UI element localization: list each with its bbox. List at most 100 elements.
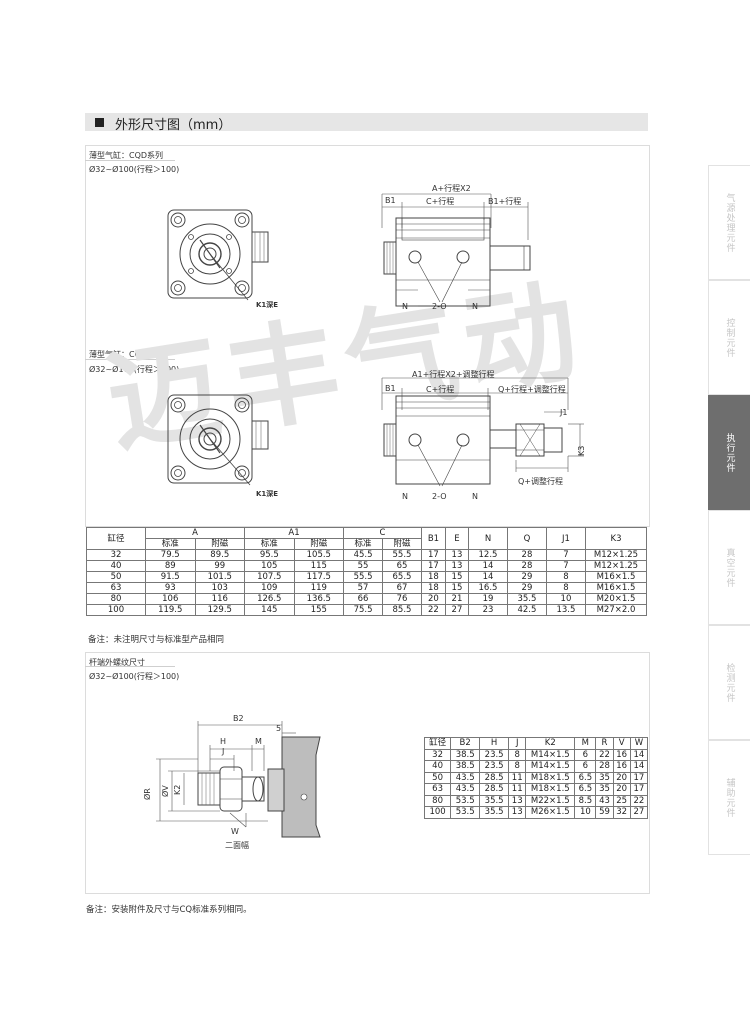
category-tab-label: 控制元件 bbox=[724, 317, 735, 358]
table-cell: 80 bbox=[86, 593, 146, 605]
table-cell: 15 bbox=[444, 582, 470, 594]
table-cell: 28 bbox=[506, 560, 547, 572]
cqj-q-dimension: Q+行程+调整行程 bbox=[498, 385, 566, 394]
table-header-cell: V bbox=[612, 737, 631, 750]
rod-j-dimension: J bbox=[222, 747, 225, 756]
table-cell: 103 bbox=[194, 582, 246, 594]
category-tab[interactable]: 执行元件 bbox=[708, 395, 750, 510]
cqd-2o-label: 2-O bbox=[432, 302, 447, 311]
table-cell: M22×1.5 bbox=[525, 794, 576, 807]
table-cell: 43.5 bbox=[450, 783, 481, 796]
table-header-cell: M bbox=[574, 737, 597, 750]
table-cell: 6 bbox=[574, 748, 597, 761]
table-cell: 35 bbox=[595, 771, 614, 784]
table-cell: 19 bbox=[468, 593, 508, 605]
table-cell: 106 bbox=[145, 593, 196, 605]
table-cell: 75.5 bbox=[343, 604, 384, 616]
category-tab-label: 气源处理元件 bbox=[724, 192, 735, 253]
table-cell: 95.5 bbox=[244, 549, 295, 561]
table-cell: 6.5 bbox=[574, 771, 597, 784]
table-cell: 11 bbox=[508, 771, 527, 784]
table-cell: 10 bbox=[545, 593, 587, 605]
table-header-cell: W bbox=[629, 737, 649, 750]
cqd-b1-stroke-dimension: B1+行程 bbox=[488, 197, 522, 206]
table-cell: M27×2.0 bbox=[585, 604, 647, 616]
category-tab-label: 真空元件 bbox=[724, 547, 735, 588]
table-cell: 15 bbox=[444, 571, 470, 583]
table-note: 备注：未注明尺寸与标准型产品相同 bbox=[88, 635, 225, 645]
table-cell: 10 bbox=[574, 806, 597, 819]
table-cell: 8 bbox=[545, 571, 587, 583]
table-cell: 89 bbox=[145, 560, 196, 572]
rod-v-dimension: ØV bbox=[161, 785, 170, 797]
table-cell: 17 bbox=[420, 549, 446, 561]
table-cell: 17 bbox=[629, 771, 649, 784]
table-cell: 50 bbox=[86, 571, 146, 583]
cqj-range-label: Ø32~Ø100(行程＞100) bbox=[89, 365, 180, 374]
table-cell: 59 bbox=[595, 806, 614, 819]
cqj-c-dimension: C+行程 bbox=[426, 385, 455, 394]
cqj-side-view-drawing bbox=[381, 377, 584, 487]
table-cell: M16×1.5 bbox=[585, 571, 647, 583]
table-cell: 16.5 bbox=[468, 582, 508, 594]
table-cell: 32 bbox=[423, 748, 452, 761]
table-cell: 116 bbox=[194, 593, 246, 605]
table-cell: 45.5 bbox=[343, 549, 384, 561]
table-cell: 35 bbox=[595, 783, 614, 796]
category-tab[interactable]: 气源处理元件 bbox=[708, 165, 750, 280]
th-a1-magnetic: 附磁 bbox=[293, 538, 345, 550]
table-cell: 23.5 bbox=[479, 748, 510, 761]
table-cell: 85.5 bbox=[382, 604, 422, 616]
table-cell: 27 bbox=[629, 806, 649, 819]
table-cell: 43 bbox=[595, 794, 614, 807]
table-cell: 16 bbox=[612, 760, 631, 773]
cqd-n-left: N bbox=[402, 302, 408, 311]
table-cell: 100 bbox=[423, 806, 452, 819]
category-tab[interactable]: 真空元件 bbox=[708, 510, 750, 625]
table-cell: 100 bbox=[86, 604, 146, 616]
th-a-standard: 标准 bbox=[145, 538, 196, 550]
table-cell: M12×1.25 bbox=[585, 560, 647, 572]
table-header-cell: K2 bbox=[525, 737, 576, 750]
table-cell: M16×1.5 bbox=[585, 582, 647, 594]
table-cell: 55 bbox=[343, 560, 384, 572]
category-tab[interactable]: 控制元件 bbox=[708, 280, 750, 395]
cqj-n-right: N bbox=[472, 492, 478, 501]
table-cell: 53.5 bbox=[450, 806, 481, 819]
table-cell: 22 bbox=[629, 794, 649, 807]
table-cell: 91.5 bbox=[145, 571, 196, 583]
table-cell: M18×1.5 bbox=[525, 783, 576, 796]
table-cell: M14×1.5 bbox=[525, 760, 576, 773]
cqd-range-label: Ø32~Ø100(行程＞100) bbox=[89, 165, 180, 174]
table-cell: 35.5 bbox=[479, 794, 510, 807]
table-cell: 28.5 bbox=[479, 783, 510, 796]
category-tab[interactable]: 检测元件 bbox=[708, 625, 750, 740]
table-cell: 101.5 bbox=[194, 571, 246, 583]
table-cell: 29 bbox=[506, 571, 547, 583]
table-cell: 117.5 bbox=[293, 571, 345, 583]
category-tab[interactable]: 辅助元件 bbox=[708, 740, 750, 855]
cqd-side-view-drawing bbox=[381, 193, 531, 307]
table-cell: 93 bbox=[145, 582, 196, 594]
table-cell: 8 bbox=[508, 748, 527, 761]
rod-range-label: Ø32~Ø100(行程＞100) bbox=[89, 672, 180, 681]
table-cell: 55.5 bbox=[343, 571, 384, 583]
th-c-magnetic: 附磁 bbox=[382, 538, 422, 550]
table-cell: 27 bbox=[444, 604, 470, 616]
table-cell: 17 bbox=[420, 560, 446, 572]
table-cell: 28 bbox=[595, 760, 614, 773]
table-cell: 14 bbox=[629, 760, 649, 773]
table-cell: 16 bbox=[612, 748, 631, 761]
rod-b2-dimension: B2 bbox=[233, 714, 244, 723]
rod-k2-dimension: K2 bbox=[173, 784, 182, 795]
table-cell: 107.5 bbox=[244, 571, 295, 583]
dimension-table: 缸径 A A1 C B1 E N Q J1 K3 标准 附磁 标准 附磁 标准 … bbox=[86, 527, 647, 616]
table-cell: 20 bbox=[612, 783, 631, 796]
rod-m-dimension: M bbox=[255, 737, 262, 746]
